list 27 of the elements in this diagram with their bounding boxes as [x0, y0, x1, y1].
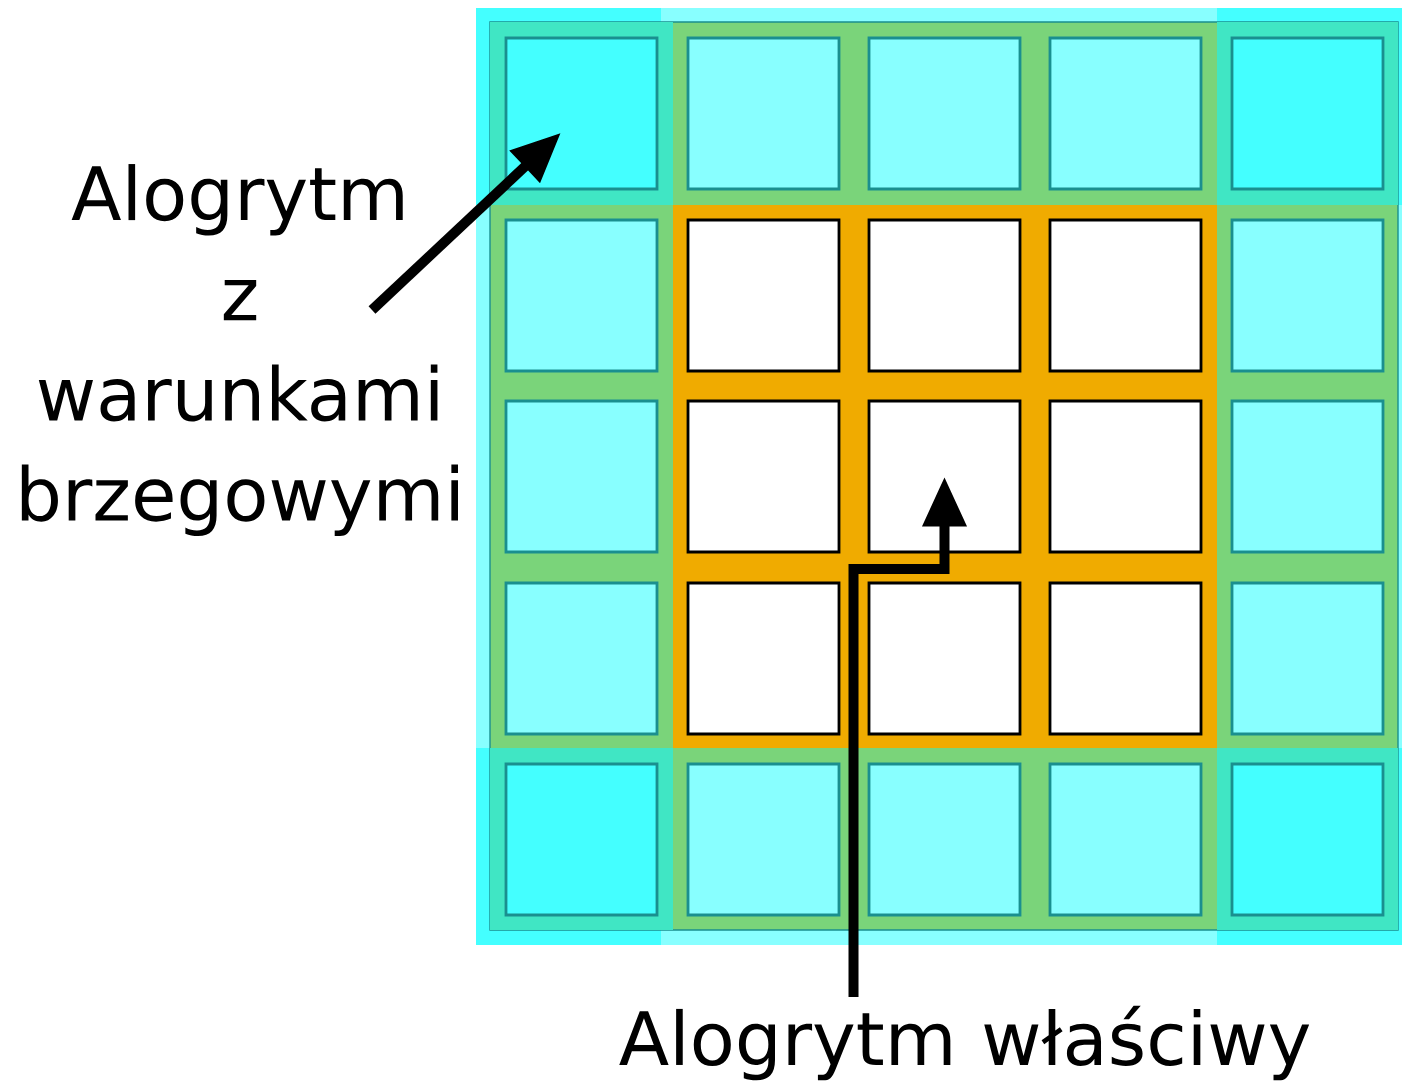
grid-cell [504, 36, 659, 191]
grid-cell [867, 581, 1022, 736]
grid-cell [1048, 218, 1203, 373]
grid-cell [1048, 399, 1203, 554]
grid-cell [504, 762, 659, 917]
grid-cell [1230, 36, 1385, 191]
grid-cell [504, 581, 659, 736]
grid-cell [686, 36, 841, 191]
grid-cell [867, 762, 1022, 917]
grid-cell [1048, 581, 1203, 736]
grid-cell [1048, 762, 1203, 917]
grid-cell [686, 218, 841, 373]
grid-cell [686, 581, 841, 736]
grid-cell [504, 218, 659, 373]
grid-cell [1048, 36, 1203, 191]
annotation-text: Alogrytm właściwy [619, 1005, 1310, 1081]
grid-cell [1230, 218, 1385, 373]
grid-cell [686, 762, 841, 917]
grid-cell [1230, 762, 1385, 917]
grid-cell [1230, 581, 1385, 736]
grid-cell [504, 399, 659, 554]
grid-cell [867, 218, 1022, 373]
grid-cell [686, 399, 841, 554]
grid-cell [1230, 399, 1385, 554]
grid-cell [867, 36, 1022, 191]
grid-cell [867, 399, 1022, 554]
annotation-text: Alogrytm z warunkami brzegowymi [21, 164, 458, 536]
